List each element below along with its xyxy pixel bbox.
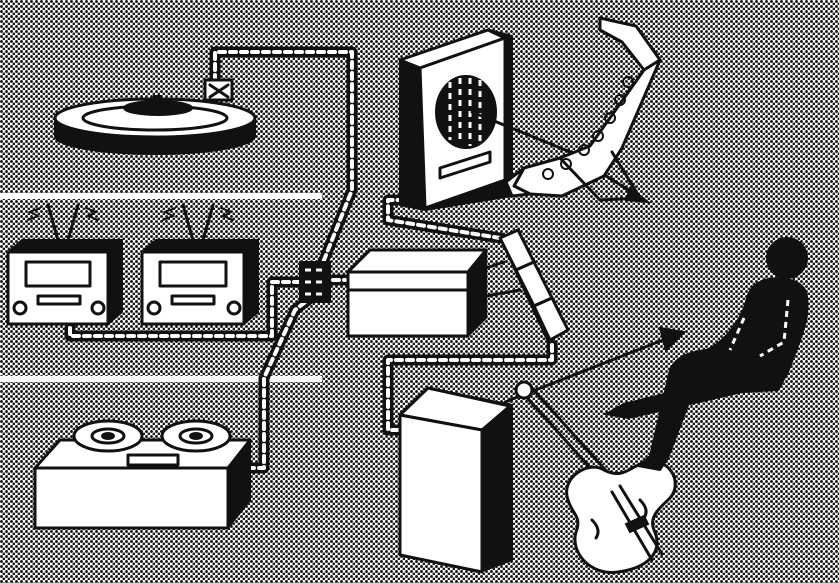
band-divider-top <box>0 193 322 199</box>
switch-icon <box>300 262 330 302</box>
band-divider-bottom <box>0 376 322 382</box>
floor-speaker-icon <box>400 388 512 572</box>
amplifier-icon <box>348 250 486 336</box>
